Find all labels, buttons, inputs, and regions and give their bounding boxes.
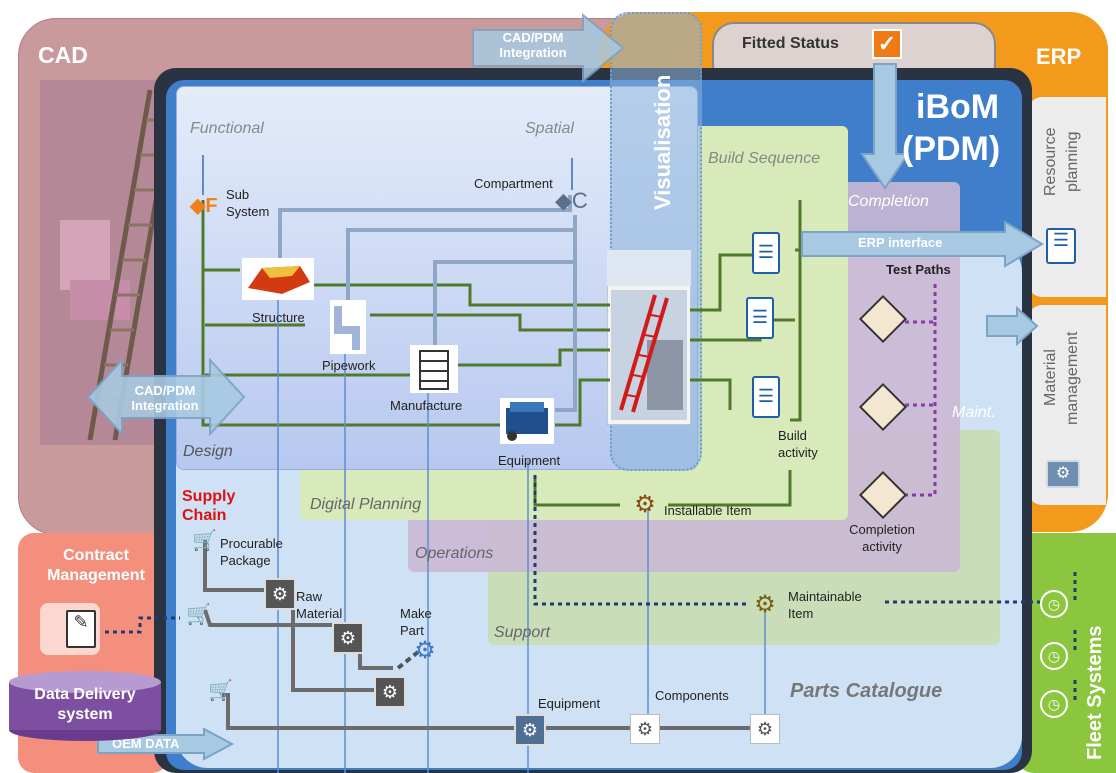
supply-chain-label: Supply Chain [182, 488, 236, 524]
erp-interface-label: ERP interface [858, 235, 943, 250]
visualisation-label: Visualisation [650, 74, 675, 210]
material-arrow [986, 306, 1039, 346]
test-paths-label: Test Paths [886, 262, 951, 277]
equipment-pc-label: Equipment [538, 696, 601, 711]
gear-icon: ⚙ [332, 622, 364, 654]
fleet-systems-label: Fleet Systems [1084, 625, 1106, 760]
iboM-title-line1: iBoM [916, 88, 1000, 126]
completion-label: Completion [848, 193, 929, 210]
cad-pdm-top-label: CAD/PDM Integration [499, 30, 567, 60]
erp-interface-arrow [801, 220, 1044, 268]
equipment-label: Equipment [498, 453, 561, 468]
oem-data-label: OEM DATA [112, 736, 180, 751]
make-part-gear-icon: ⚙ [414, 637, 436, 664]
clock-icon: ◷ [1040, 642, 1068, 670]
material-management-label: Material management [1042, 331, 1081, 425]
installable-item-gear-icon: ⚙ [634, 491, 656, 518]
spatial-label: Spatial [525, 120, 574, 137]
pipework-icon [330, 300, 366, 354]
clock-icon: ◷ [1040, 590, 1068, 618]
pipework-label: Pipework [322, 358, 376, 373]
build-activity-icon: ☰ [752, 232, 780, 274]
maintainable-item-label: Maintainable Item [788, 589, 862, 621]
structure-icon [242, 258, 314, 300]
maint-label: Maint. [952, 404, 996, 421]
raw-material-gear-icon: ⚙ [264, 578, 296, 610]
cart-icon: 🛒 [192, 530, 217, 552]
build-sequence-label: Build Sequence [708, 150, 821, 167]
cart-icon: 🛒 [186, 604, 211, 626]
procurable-package-label: Procurable Package [220, 536, 283, 568]
compartment-icon: ◆C [555, 188, 588, 213]
functional-label: Functional [190, 120, 264, 137]
build-activity-label: Build activity [778, 428, 818, 460]
gear-icon: ⚙ [1046, 460, 1080, 488]
digital-planning-label: Digital Planning [310, 496, 422, 513]
resource-planning-icon: ☰ [1046, 228, 1076, 264]
raw-material-label: Raw Material [296, 589, 343, 621]
resource-planning-label: Resource planning [1042, 127, 1081, 197]
data-delivery-cylinder [9, 671, 161, 741]
equipment-engine-icon [500, 398, 554, 444]
maintainable-item-gear-icon: ⚙ [754, 591, 776, 618]
cad-pdm-top-arrow [472, 13, 625, 83]
cart-icon: 🛒 [208, 680, 233, 702]
fitted-status-label: Fitted Status [742, 35, 839, 52]
fitted-status-arrow [860, 63, 910, 190]
function-icon: ◆F [190, 195, 218, 217]
parts-catalogue-label: Parts Catalogue [790, 680, 943, 702]
cad-title: CAD [38, 42, 88, 68]
erp-title: ERP [1036, 44, 1082, 69]
structure-label: Structure [252, 310, 305, 325]
component-gear-icon: ⚙ [630, 714, 660, 744]
build-activity-icon: ☰ [752, 376, 780, 418]
operations-label: Operations [415, 545, 494, 562]
components-label: Components [655, 688, 729, 703]
iboM-title-line2: (PDM) [902, 130, 1001, 168]
build-activity-icon: ☰ [746, 297, 774, 339]
installable-item-label: Installable Item [664, 503, 752, 518]
design-label: Design [183, 443, 233, 460]
compartment-label: Compartment [474, 176, 553, 191]
component-gear-icon: ⚙ [750, 714, 780, 744]
contract-management-label: Contract Management [47, 547, 145, 584]
completion-activity-label: Completion activity [849, 522, 915, 554]
data-delivery-label: Data Delivery system [34, 686, 136, 723]
manufacture-label: Manufacture [390, 398, 463, 413]
sub-system-label: Sub System [226, 187, 270, 219]
cad-pdm-left-arrow [86, 358, 246, 436]
manufacture-icon [410, 345, 458, 393]
make-part-label: Make Part [400, 606, 432, 638]
gear-icon: ⚙ [374, 676, 406, 708]
equipment-gear-icon: ⚙ [514, 714, 546, 746]
checkbox-icon: ✓ [872, 29, 902, 59]
contract-document-icon: ✎ [66, 610, 96, 648]
cad-pdm-left-label: CAD/PDM Integration [131, 383, 199, 413]
visualisation-screenshot [607, 250, 691, 425]
clock-icon: ◷ [1040, 690, 1068, 718]
support-label: Support [494, 624, 551, 641]
